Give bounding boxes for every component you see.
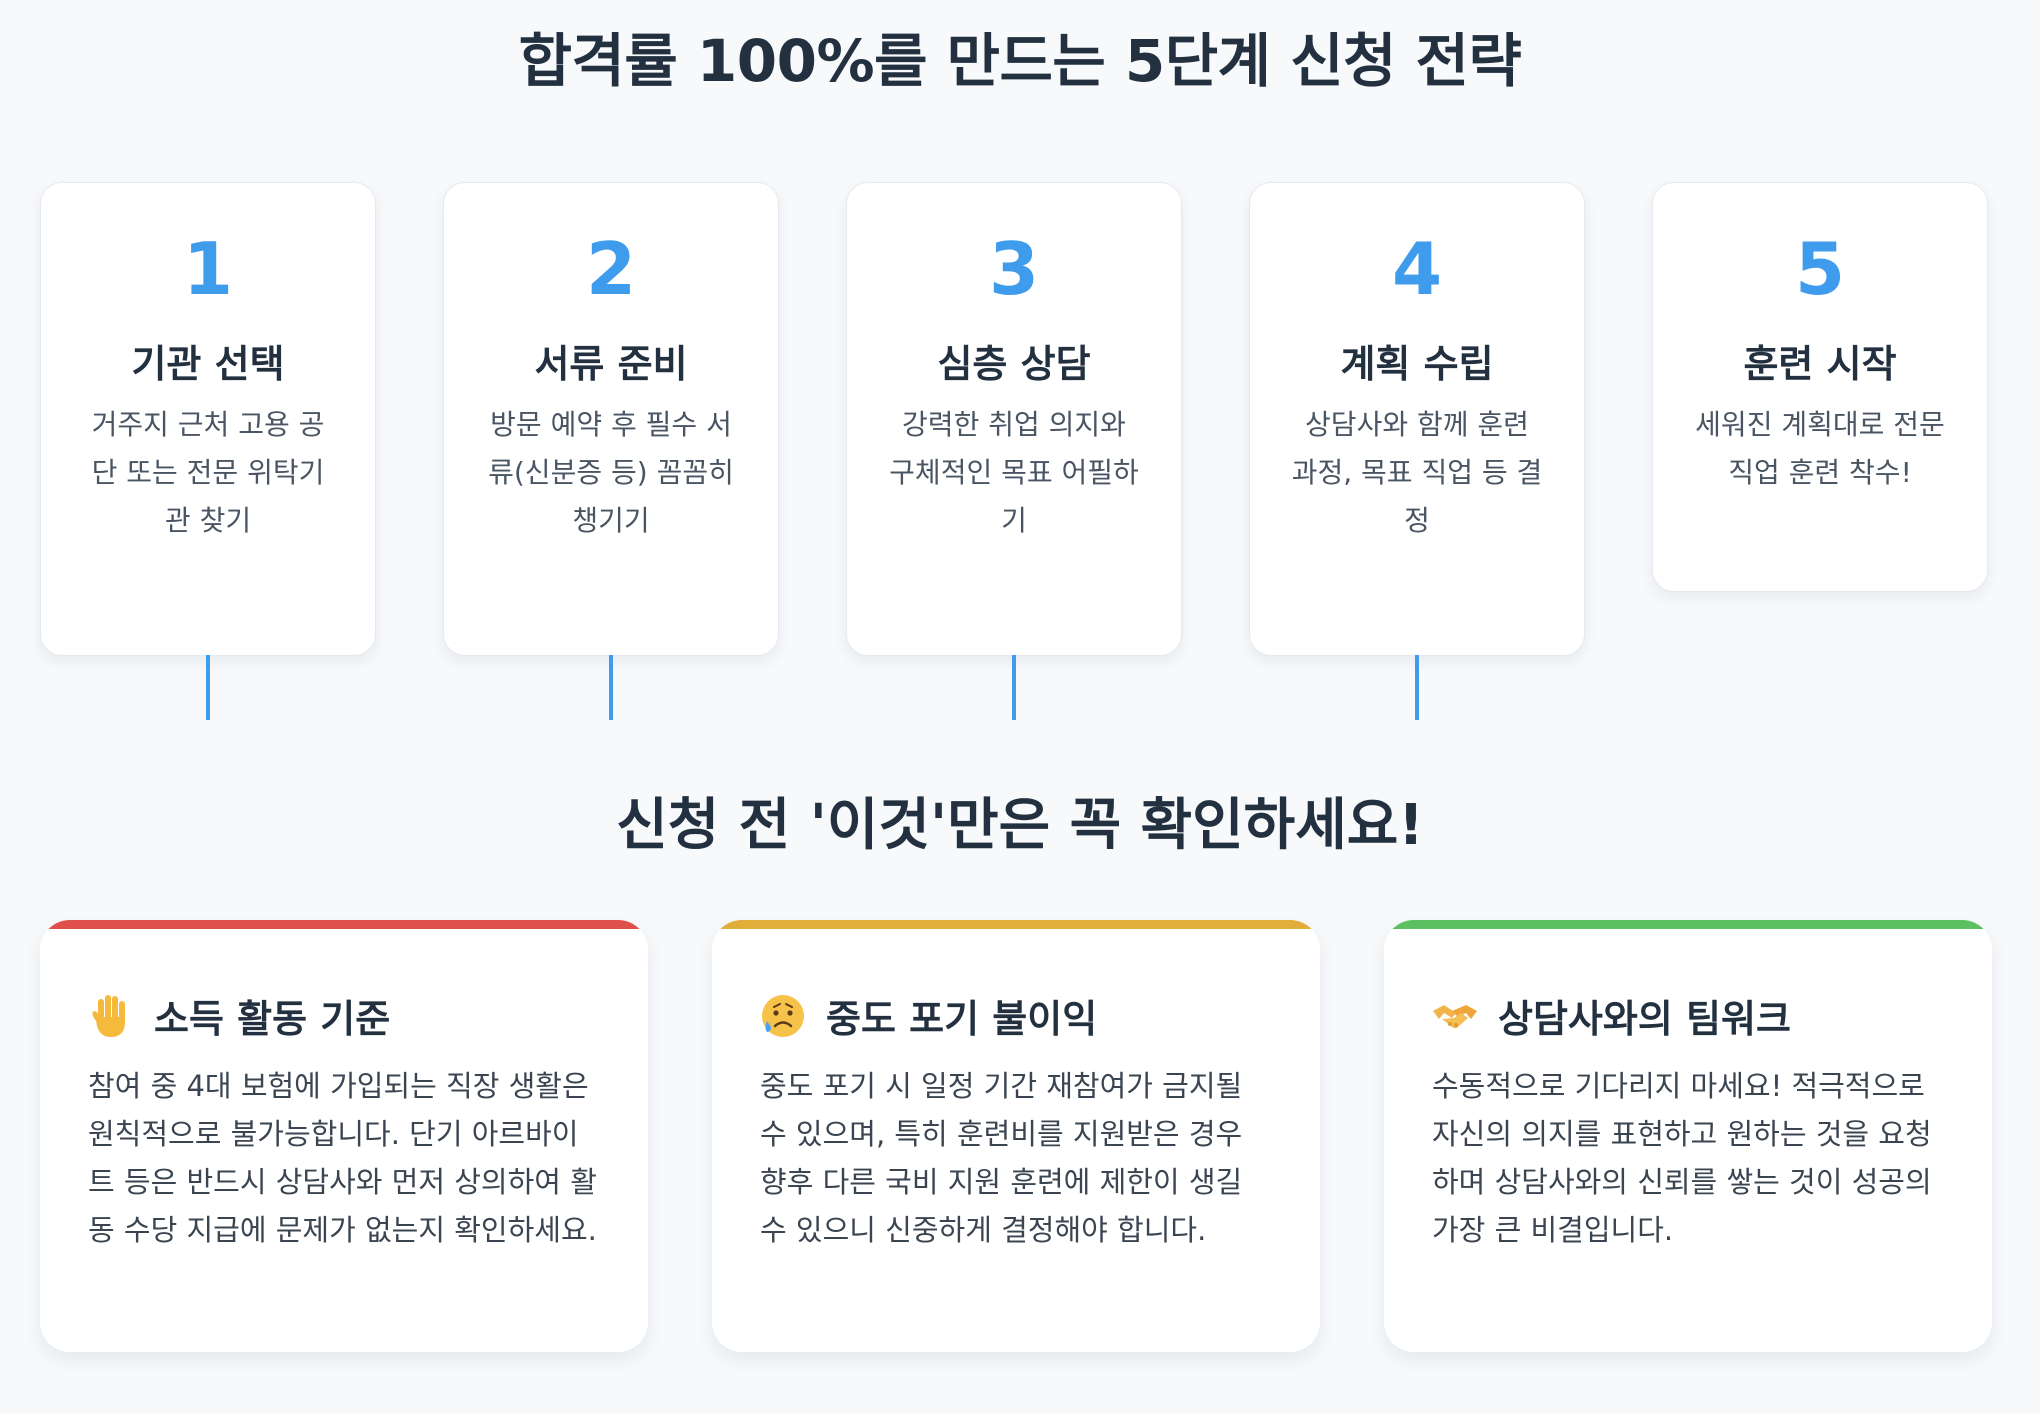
step-card: 3 심층 상담 강력한 취업 의지와 구체적인 목표 어필하기	[846, 182, 1182, 656]
step-description: 강력한 취업 의지와 구체적인 목표 어필하기	[889, 408, 1139, 537]
step-connector	[206, 655, 210, 720]
sad-face-icon	[758, 991, 808, 1041]
step-description: 거주지 근처 고용 공단 또는 전문 위탁기관 찾기	[91, 408, 325, 537]
step-connector	[609, 655, 613, 720]
step-description: 상담사와 함께 훈련 과정, 목표 직업 등 결정	[1291, 408, 1543, 537]
step-number: 5	[1794, 227, 1846, 311]
section-subtitle: 신청 전 '이것'만은 꼭 확인하세요!	[616, 793, 1424, 858]
step-number: 3	[988, 227, 1040, 311]
step-name: 심층 상담	[937, 342, 1091, 386]
step-card: 4 계획 수립 상담사와 함께 훈련 과정, 목표 직업 등 결정	[1249, 182, 1585, 656]
check-card-dropout: 중도 포기 불이익 중도 포기 시 일정 기간 재참여가 금지될 수 있으며, …	[712, 920, 1320, 1352]
check-card-body: 참여 중 4대 보험에 가입되는 직장 생활은 원칙적으로 불가능합니다. 단기…	[88, 1069, 597, 1247]
check-card-income: 소득 활동 기준 참여 중 4대 보험에 가입되는 직장 생활은 원칙적으로 불…	[40, 920, 648, 1352]
step-name: 계획 수립	[1340, 342, 1494, 386]
accent-bar	[1384, 920, 1992, 929]
check-card-title: 소득 활동 기준	[154, 997, 391, 1041]
check-card-body: 수동적으로 기다리지 마세요! 적극적으로 자신의 의지를 표현하고 원하는 것…	[1432, 1069, 1932, 1247]
step-name: 서류 준비	[534, 342, 688, 386]
step-card: 5 훈련 시작 세워진 계획대로 전문 직업 훈련 착수!	[1652, 182, 1988, 592]
step-connector	[1012, 655, 1016, 720]
step-name: 훈련 시작	[1743, 342, 1897, 386]
check-card-header: 소득 활동 기준	[86, 988, 390, 1043]
step-card: 2 서류 준비 방문 예약 후 필수 서류(신분증 등) 꼼꼼히 챙기기	[443, 182, 779, 656]
handshake-icon	[1430, 991, 1480, 1041]
raised-hand-icon	[86, 991, 136, 1041]
accent-bar	[40, 920, 648, 929]
step-description: 세워진 계획대로 전문 직업 훈련 착수!	[1695, 408, 1945, 489]
check-card-teamwork: 상담사와의 팀워크 수동적으로 기다리지 마세요! 적극적으로 자신의 의지를 …	[1384, 920, 1992, 1352]
step-list: 1 기관 선택 거주지 근처 고용 공단 또는 전문 위탁기관 찾기 2 서류 …	[40, 182, 2000, 722]
check-card-body: 중도 포기 시 일정 기간 재참여가 금지될 수 있으며, 특히 훈련비를 지원…	[760, 1069, 1243, 1247]
step-card: 1 기관 선택 거주지 근처 고용 공단 또는 전문 위탁기관 찾기	[40, 182, 376, 656]
step-number: 4	[1391, 227, 1443, 311]
step-connector	[1415, 655, 1419, 720]
step-name: 기관 선택	[131, 342, 285, 386]
page-title: 합격률 100%를 만드는 5단계 신청 전략	[518, 27, 1522, 95]
check-card-header: 상담사와의 팀워크	[1430, 988, 1791, 1043]
step-number: 1	[182, 227, 234, 311]
check-card-title: 상담사와의 팀워크	[1498, 997, 1791, 1041]
step-description: 방문 예약 후 필수 서류(신분증 등) 꼼꼼히 챙기기	[488, 408, 734, 537]
accent-bar	[712, 920, 1320, 929]
step-number: 2	[585, 227, 637, 311]
check-card-header: 중도 포기 불이익	[758, 988, 1097, 1043]
check-card-title: 중도 포기 불이익	[826, 997, 1098, 1041]
